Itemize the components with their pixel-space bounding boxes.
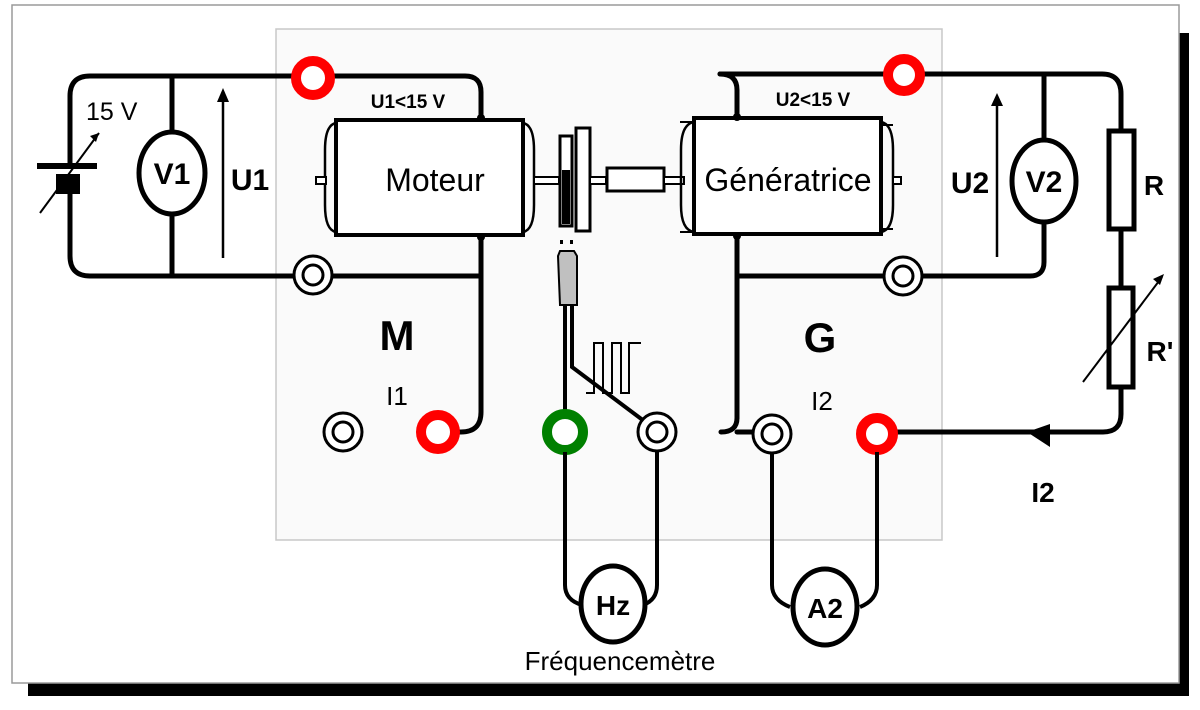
- u1-limit-label: U1<15 V: [371, 92, 446, 113]
- generator: Génératrice: [679, 113, 902, 240]
- rheostat-rprime-label: R': [1147, 336, 1174, 367]
- sensor-wires: [563, 306, 646, 423]
- motor-label: Moteur: [385, 162, 485, 198]
- ammeter-leads: [770, 452, 879, 609]
- voltmeter-v2-label: V2: [1026, 166, 1063, 199]
- bench-panel: [275, 28, 943, 541]
- frequency-terminal-green[interactable]: [542, 409, 588, 455]
- supply-voltage-label: 15 V: [86, 98, 138, 126]
- ammeter-terminal-neutral[interactable]: [751, 413, 793, 455]
- voltmeter-v1-label: V1: [154, 158, 191, 191]
- u2-voltage-arrow-icon: [991, 93, 1003, 257]
- motor-current-label: I1: [386, 381, 408, 411]
- generator-terminal-neutral[interactable]: [882, 255, 924, 297]
- frequency-meter-symbol: Hz: [596, 590, 630, 621]
- pulse-signal-icon: [586, 342, 641, 394]
- i2-direction-arrow-icon: [1027, 424, 1050, 447]
- frequency-meter: Hz: [578, 563, 648, 645]
- motor-terminal-top-red[interactable]: [291, 56, 335, 100]
- resistor-r: [1106, 128, 1137, 232]
- u1-voltage-arrow-icon: [217, 88, 229, 258]
- frame-shadow-bottom: [28, 683, 1189, 696]
- load-current-label: I2: [1031, 477, 1054, 508]
- generator-circuit: [717, 71, 1124, 435]
- u2-limit-label: U2<15 V: [776, 90, 851, 111]
- motor-terminal-ground[interactable]: [322, 411, 364, 453]
- ammeter-a2: A2: [790, 566, 860, 648]
- variable-dc-source-icon: [37, 132, 100, 214]
- generator-label: Génératrice: [704, 162, 871, 198]
- resistor-r-label: R: [1144, 170, 1164, 201]
- v2-wire-bottom: [915, 219, 1047, 279]
- voltmeter-v2: V2: [1009, 137, 1079, 225]
- load-wire-return: [890, 386, 1124, 435]
- motor-wire-top: [323, 73, 484, 121]
- voltmeter-v1: V1: [136, 129, 208, 217]
- motor: Moteur: [315, 114, 536, 241]
- frequency-terminal-neutral[interactable]: [636, 411, 678, 453]
- generator-terminal-i2-red[interactable]: [856, 413, 898, 455]
- rheostat-rprime: [1082, 274, 1164, 390]
- motor-wire-down: [449, 233, 484, 435]
- u1-label: U1: [231, 164, 269, 197]
- tachometer-sensor-icon: [556, 240, 578, 306]
- supply-wire-bottom: [67, 187, 303, 279]
- motor-terminal-neutral[interactable]: [292, 254, 334, 296]
- frame-shadow-right: [1179, 33, 1189, 696]
- motor-terminal-i1-red[interactable]: [416, 410, 460, 454]
- generator-letter: G: [804, 314, 837, 361]
- frequency-meter-caption: Fréquencemètre: [525, 646, 716, 676]
- ammeter-a2-label: A2: [807, 593, 843, 624]
- u2-label: U2: [951, 167, 989, 200]
- shaft-coupling: [533, 126, 685, 233]
- generator-current-label: I2: [811, 386, 833, 416]
- supply-wire-top: [67, 73, 313, 169]
- load-wire-top: [915, 71, 1124, 132]
- generator-terminal-top-red[interactable]: [883, 54, 925, 96]
- supply-circuit: [67, 73, 484, 435]
- motor-letter: M: [380, 312, 415, 359]
